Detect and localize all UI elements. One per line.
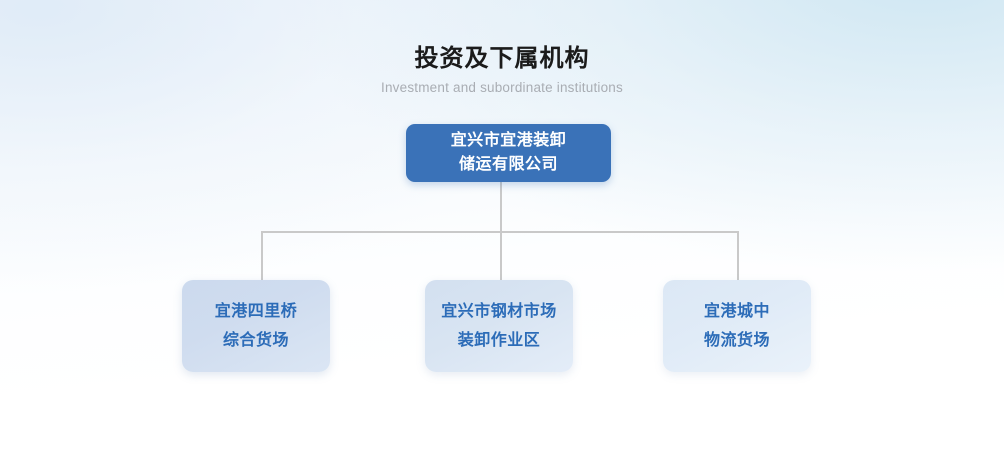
org-node-child-1-label: 宜港四里桥 综合货场 [214, 303, 298, 349]
connector-drop-right [737, 231, 739, 281]
org-node-root[interactable]: 宜兴市宜港装卸 储运有限公司 [406, 124, 611, 182]
org-node-child-1[interactable]: 宜港四里桥 综合货场 [182, 280, 330, 372]
connector-drop-center [500, 231, 502, 281]
connector-drop-left [261, 231, 263, 281]
org-node-root-label: 宜兴市宜港装卸 储运有限公司 [450, 132, 567, 173]
org-node-child-2-label: 宜兴市钢材市场 装卸作业区 [441, 303, 557, 349]
org-node-child-3-label: 宜港城中 物流货场 [703, 303, 770, 349]
page-subtitle: Investment and subordinate institutions [381, 80, 623, 95]
org-node-child-3[interactable]: 宜港城中 物流货场 [663, 280, 811, 372]
org-node-child-2[interactable]: 宜兴市钢材市场 装卸作业区 [425, 280, 573, 372]
page-title: 投资及下属机构 [414, 45, 590, 72]
page-heading: 投资及下属机构 Investment and subordinate insti… [0, 44, 1004, 96]
connector-trunk-vertical [500, 182, 502, 232]
